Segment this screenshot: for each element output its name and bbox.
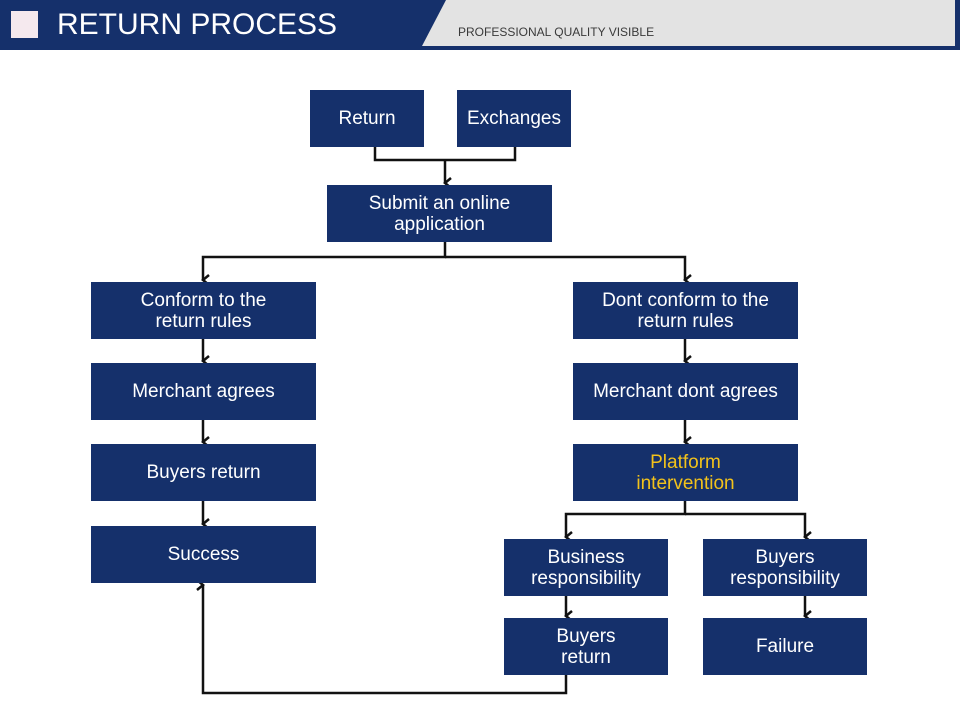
node-submit-online-application: Submit an online application [327,185,552,242]
connector-merge-top [373,147,517,162]
node-buyers-return-right: Buyers return [504,618,668,675]
node-conform-rules: Conform to the return rules [91,282,316,339]
page-title: RETURN PROCESS [57,8,338,41]
connector-to-dont-conform [445,255,692,286]
node-exchanges: Exchanges [457,90,571,147]
node-dont-conform-rules: Dont conform to the return rules [573,282,798,339]
node-buyers-responsibility: Buyers responsibility [703,539,867,596]
page-subtitle: PROFESSIONAL QUALITY VISIBLE [458,25,655,39]
connector-to-conform [201,242,447,286]
header-square-icon [11,11,38,38]
node-success: Success [91,526,316,583]
connector-loop-to-success [196,579,568,695]
node-failure: Failure [703,618,867,675]
node-merchant-agrees: Merchant agrees [91,363,316,420]
node-merchant-dont-agrees: Merchant dont agrees [573,363,798,420]
connector-to-buyers-responsibility [685,512,812,543]
node-return: Return [310,90,424,147]
connector-to-business-responsibility [564,501,687,543]
node-platform-intervention: Platform intervention [573,444,798,501]
node-buyers-return-left: Buyers return [91,444,316,501]
node-business-responsibility: Business responsibility [504,539,668,596]
header-subtitle-panel [422,0,955,46]
